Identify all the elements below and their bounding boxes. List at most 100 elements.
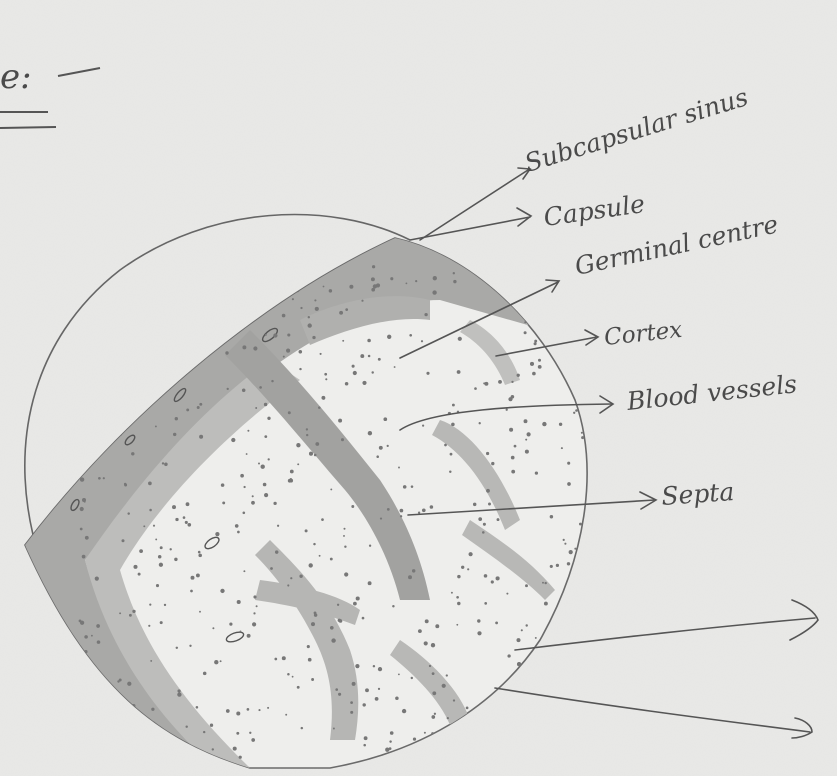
stipple-dot bbox=[287, 584, 289, 586]
stipple-dot bbox=[365, 688, 369, 692]
stipple-dot bbox=[321, 518, 324, 521]
stipple-dot bbox=[267, 707, 269, 709]
stipple-dot bbox=[313, 543, 315, 545]
stipple-dot bbox=[339, 311, 343, 315]
stipple-dot bbox=[143, 525, 145, 527]
stipple-dot bbox=[321, 396, 325, 400]
stipple-dot bbox=[368, 355, 371, 358]
stipple-dot bbox=[376, 455, 379, 458]
stipple-dot bbox=[400, 509, 404, 513]
stipple-dot bbox=[372, 265, 375, 268]
stipple-dot bbox=[538, 359, 541, 362]
stipple-dot bbox=[251, 501, 255, 505]
stipple-dot bbox=[275, 550, 278, 553]
stipple-dot bbox=[362, 381, 366, 385]
stipple-dot bbox=[148, 625, 150, 627]
stipple-dot bbox=[243, 570, 245, 572]
stipple-dot bbox=[525, 439, 527, 441]
stipple-dot bbox=[362, 617, 365, 620]
stipple-dot bbox=[82, 555, 86, 559]
stipple-dot bbox=[98, 477, 101, 480]
label-septa: Septa bbox=[660, 477, 735, 511]
stipple-dot bbox=[569, 550, 573, 554]
stipple-dot bbox=[383, 417, 387, 421]
stipple-dot bbox=[415, 280, 417, 282]
stipple-dot bbox=[390, 277, 393, 280]
stipple-dot bbox=[350, 711, 353, 714]
stipple-dot bbox=[511, 395, 515, 399]
stipple-dot bbox=[364, 736, 368, 740]
stipple-dot bbox=[231, 438, 235, 442]
stipple-dot bbox=[345, 308, 348, 311]
stipple-dot bbox=[240, 474, 244, 478]
stipple-dot bbox=[473, 503, 476, 506]
stipple-dot bbox=[525, 584, 528, 587]
stipple-dot bbox=[525, 624, 527, 626]
stipple-dot bbox=[486, 489, 490, 493]
stipple-dot bbox=[222, 501, 225, 504]
stipple-dot bbox=[352, 365, 355, 368]
stipple-dot bbox=[243, 512, 246, 515]
stipple-dot bbox=[212, 748, 214, 750]
stipple-dot bbox=[237, 531, 240, 534]
stipple-dot bbox=[368, 581, 372, 585]
stipple-dot bbox=[311, 622, 315, 626]
stipple-dot bbox=[308, 658, 312, 662]
stipple-dot bbox=[390, 731, 394, 735]
stipple-dot bbox=[249, 732, 251, 734]
stipple-dot bbox=[158, 555, 162, 559]
stipple-dot bbox=[235, 524, 239, 528]
stipple-dot bbox=[307, 645, 310, 648]
stipple-dot bbox=[155, 425, 157, 427]
stipple-dot bbox=[573, 412, 575, 414]
stipple-dot bbox=[534, 342, 537, 345]
stipple-dot bbox=[356, 596, 360, 600]
stipple-dot bbox=[421, 340, 423, 342]
stipple-dot bbox=[91, 635, 93, 637]
stipple-dot bbox=[518, 662, 521, 665]
stipple-dot bbox=[451, 592, 453, 594]
stipple-dot bbox=[274, 658, 277, 661]
stipple-dot bbox=[451, 423, 455, 427]
stipple-dot bbox=[287, 673, 290, 676]
stipple-dot bbox=[210, 724, 213, 727]
stipple-dot bbox=[527, 432, 531, 436]
stipple-dot bbox=[483, 382, 485, 384]
stipple-dot bbox=[538, 365, 542, 369]
stipple-dot bbox=[292, 298, 294, 300]
stipple-dot bbox=[199, 435, 203, 439]
stipple-dot bbox=[282, 314, 286, 318]
stipple-dot bbox=[333, 728, 335, 730]
stipple-dot bbox=[80, 507, 84, 511]
stipple-dot bbox=[80, 528, 83, 531]
stipple-dot bbox=[323, 286, 325, 288]
stipple-dot bbox=[387, 335, 391, 339]
stipple-dot bbox=[344, 572, 348, 576]
stipple-dot bbox=[197, 406, 200, 409]
stipple-dot bbox=[453, 699, 455, 701]
stipple-dot bbox=[150, 660, 152, 662]
stipple-dot bbox=[458, 337, 462, 341]
stipple-dot bbox=[296, 443, 300, 447]
stipple-dot bbox=[353, 371, 357, 375]
stipple-dot bbox=[290, 478, 292, 480]
stipple-dot bbox=[378, 667, 382, 671]
stipple-dot bbox=[312, 336, 315, 339]
stipple-dot bbox=[550, 565, 553, 568]
stipple-dot bbox=[335, 688, 338, 691]
stipple-dot bbox=[297, 686, 300, 689]
stipple-dot bbox=[300, 307, 302, 309]
stipple-dot bbox=[457, 575, 460, 578]
stipple-dot bbox=[315, 442, 319, 446]
stipple-dot bbox=[314, 299, 316, 301]
stipple-dot bbox=[233, 747, 237, 751]
stipple-dot bbox=[453, 280, 456, 283]
stipple-dot bbox=[305, 529, 308, 532]
stipple-dot bbox=[263, 483, 267, 487]
stipple-dot bbox=[337, 604, 339, 606]
stipple-dot bbox=[138, 573, 141, 576]
stipple-dot bbox=[575, 409, 578, 412]
stipple-dot bbox=[432, 290, 436, 294]
stipple-dot bbox=[478, 517, 482, 521]
stipple-dot bbox=[496, 576, 500, 580]
